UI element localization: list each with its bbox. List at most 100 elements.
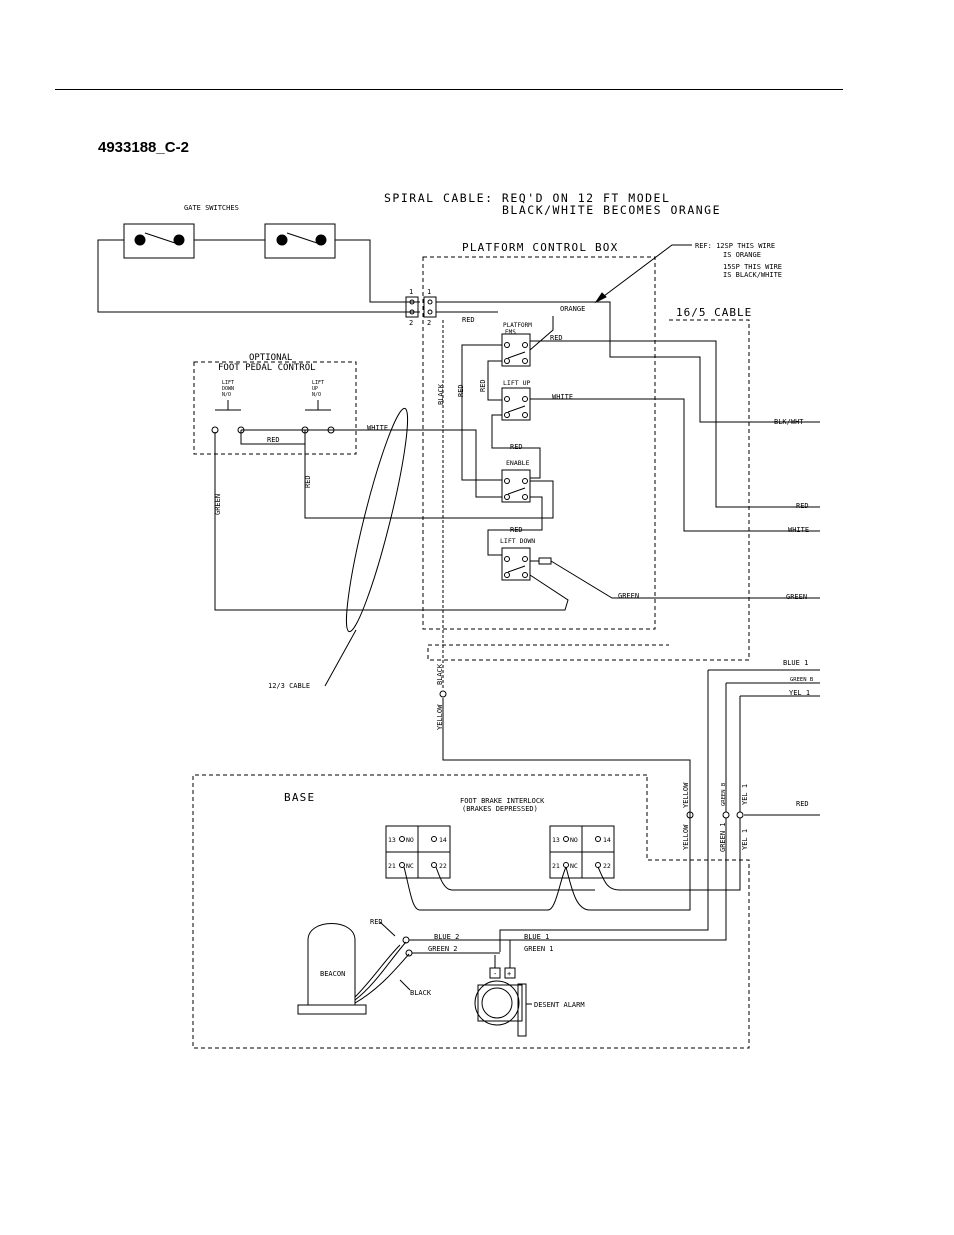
lift-up-no-3: N/O [312,392,321,398]
wire-label-blue1-base: BLUE 1 [524,933,549,941]
ref-note-line2: IS ORANGE [723,251,761,259]
wire-label-black-lower: BLACK [436,663,444,685]
foot-brake-interlock-right [549,825,615,879]
wire-label-blue2: BLUE 2 [434,933,459,941]
wire-label-red-liftdown: RED [510,526,523,534]
left-terminal-22: 22 [439,862,447,870]
wire-label-yel1-right: YEL 1 [789,689,810,697]
desent-alarm-label: DESENT ALARM [534,1001,585,1009]
wire-label-red-pedal: RED [267,436,280,444]
wire-label-red-beacon: RED [370,918,383,926]
terminal-1-right: 1 [427,288,431,296]
wire-label-red-base: RED [796,800,809,808]
wire-label-blue1-right: BLUE 1 [783,659,808,667]
foot-brake-label-1: FOOT BRAKE INTERLOCK [460,797,545,805]
left-terminal-nc: NC [406,862,414,870]
beacon [297,923,367,1015]
spiral-cable-note-line1: SPIRAL CABLE: REQ'D ON 12 FT MODEL [384,191,670,205]
right-terminal-13: 13 [552,836,560,844]
lift-down-label: LIFT DOWN [500,537,535,545]
gate-switch-right [264,223,336,259]
wire-label-green1-alarm: GREEN 1 [524,945,554,953]
right-terminal-21: 21 [552,862,560,870]
foot-pedal-lift-up-switch [301,400,335,434]
ref-leader [595,244,692,303]
wire-label-red-vertical-1: RED [457,384,465,397]
wire-label-yellow-base-lower: YELLOW [682,824,690,850]
left-terminal-no: NO [406,836,414,844]
right-terminal-14: 14 [603,836,611,844]
gate-switch-left [123,223,195,259]
lift-down-no-2: DOWN [222,386,234,392]
wire-label-green-right: GREEN [786,593,807,601]
base-box [192,774,750,1049]
alarm-minus: - [493,970,497,978]
wire-label-yellow-base-upper: YELLOW [682,782,690,808]
alarm-plus: + [507,970,511,978]
left-terminal-14: 14 [439,836,447,844]
lift-down-no-3: N/O [222,392,231,398]
foot-pedal-control-box [193,361,357,455]
wire-label-red-vertical-2: RED [479,379,487,392]
wire-label-red-ems: RED [550,334,563,342]
desent-alarm [474,940,527,1037]
left-terminal-21: 21 [388,862,396,870]
lift-up-label: LIFT UP [503,379,530,387]
platform-ems-label-2: EMS [505,329,516,336]
lift-down-switch [501,547,552,581]
wire-label-black-beacon: BLACK [410,989,432,997]
ref-note-line4: IS BLACK/WHITE [723,271,782,279]
foot-pedal-control-label: FOOT PEDAL CONTROL [218,363,316,373]
wire-label-red-enable: RED [510,443,523,451]
cable-16-5-label: 16/5 CABLE [676,306,752,319]
wire-label-green1-base: GREEN 1 [719,822,727,852]
beacon-label: BEACON [320,970,345,978]
wire-label-greenb-base: GREEN B [721,782,727,806]
terminal-2-left: 2 [409,319,413,327]
page-rule [55,89,843,90]
wire-label-yellow-lower: YELLOW [436,704,444,730]
gate-switches-label: GATE SWITCHES [184,204,239,212]
wire-label-white-pedal: WHITE [367,424,388,432]
ref-note-line1: REF: 12SP THIS WIRE [695,242,775,250]
platform-ems-label-1: PLATFORM [503,322,532,329]
enable-label: ENABLE [506,459,530,467]
foot-pedal-lift-down-switch [211,400,245,434]
wire-label-red-pedal-vertical: RED [304,475,312,488]
right-terminal-nc: NC [570,862,578,870]
gate-switch-wiring [97,239,420,313]
wire-label-greenb-right: GREEN B [790,677,814,683]
cable-16-5-outline [427,319,750,661]
right-terminal-22: 22 [603,862,611,870]
wire-label-green-pedal: GREEN [214,494,222,515]
wire-label-yel1-base-lower: YEL 1 [741,829,749,850]
left-terminal-13: 13 [388,836,396,844]
cable-12-3-label: 12/3 CABLE [268,682,310,690]
document-id: 4933188_C-2 [98,139,189,156]
lift-up-no-2: UP [312,386,318,392]
foot-brake-label-2: (BRAKES DEPRESSED) [462,805,538,813]
right-terminal-no: NO [570,836,578,844]
platform-ems-switch [501,333,531,367]
wire-label-red-right: RED [796,502,809,510]
cable-12-3 [345,407,409,633]
wire-label-black-vertical: BLACK [437,383,445,405]
optional-label: OPTIONAL [249,353,292,363]
wire-label-red-terminal: RED [462,316,475,324]
platform-control-box-label: PLATFORM CONTROL BOX [462,241,618,254]
terminal-block [405,296,437,318]
lift-up-switch [501,387,531,421]
wire-label-green-liftdown: GREEN [618,592,639,600]
lift-down-no-1: LIFT [222,380,234,386]
wire-label-white-liftup: WHITE [552,393,573,401]
enable-switch [501,469,531,503]
wire-label-blkwht-right: BLK/WHT [774,418,804,426]
lift-up-no-1: LIFT [312,380,324,386]
terminal-1-left: 1 [409,288,413,296]
platform-control-box [422,256,656,630]
wire-label-orange: ORANGE [560,305,585,313]
spiral-cable-note-line2: BLACK/WHITE BECOMES ORANGE [502,203,721,217]
wire-label-yel1-base-upper: YEL 1 [741,784,749,805]
base-label: BASE [284,791,315,804]
